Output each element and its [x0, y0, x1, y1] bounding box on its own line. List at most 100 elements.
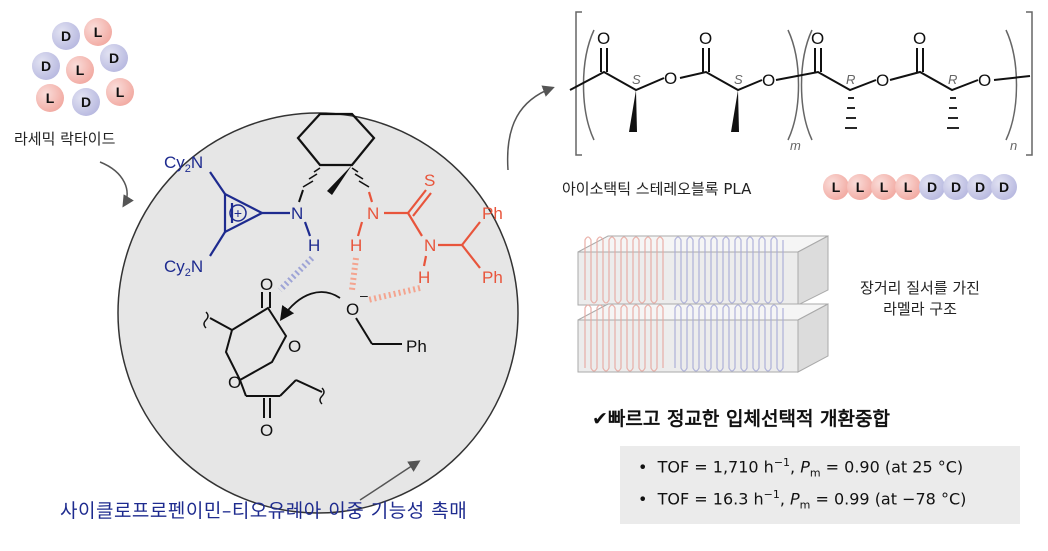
pm-value: = 0.99	[810, 489, 870, 509]
hbond-orange-1	[349, 257, 359, 291]
lamellar-line-1: 장거리 질서를 가진	[860, 279, 980, 297]
catalyst-name: 사이클로프로펜이민–티오유레아 이중 기능성 촉매	[60, 500, 468, 522]
svg-text:D: D	[41, 58, 51, 74]
stereoblock-bead: L	[823, 174, 849, 200]
tof-unit: h	[763, 457, 774, 477]
lactide-ring	[203, 292, 325, 418]
stereoblock-bead: D	[919, 174, 945, 200]
stat-row-1: • TOF = 1,710 h−1, Pm = 0.90 (at 25 °C)	[638, 456, 964, 480]
lactide-bead: D	[100, 44, 128, 72]
tof-value: 1,710	[712, 457, 759, 477]
svg-text:L: L	[856, 179, 865, 195]
pm-sub: m	[799, 498, 811, 512]
lactide-o3: O	[228, 373, 241, 392]
subscript-n: n	[1010, 138, 1017, 153]
stereoblock-bead: L	[847, 174, 873, 200]
svg-text:L: L	[832, 179, 841, 195]
svg-text:D: D	[61, 28, 71, 44]
lamellar-line-2: 라멜라 구조	[883, 300, 957, 318]
bullet: •	[638, 457, 648, 477]
wedge-s1	[629, 90, 637, 132]
stereo-r2: R	[948, 72, 957, 87]
condition: (at −78 °C)	[874, 489, 967, 509]
charge-circle	[229, 204, 247, 222]
wedge-bond	[327, 165, 352, 195]
svg-text:L: L	[116, 84, 125, 100]
lactide-o1: O	[260, 275, 273, 294]
benzyl-ph: Ph	[406, 337, 427, 356]
lactide-bead: D	[52, 22, 80, 50]
imine-nitrogen: N	[291, 204, 303, 223]
stereoblock-bead: D	[943, 174, 969, 200]
cyclopropenium-core	[209, 171, 312, 257]
svg-text:L: L	[76, 62, 85, 78]
alkoxide-charge: –	[360, 287, 368, 303]
alkoxide-o: O	[346, 300, 359, 319]
polymer-o4: O	[762, 71, 775, 90]
arrow-bottom-cycle	[359, 460, 421, 501]
tof-label: TOF =	[657, 489, 713, 509]
bullet: •	[638, 489, 648, 509]
lactide-o4: O	[260, 421, 273, 440]
polymer-o8: O	[978, 71, 991, 90]
lamellar-label: 장거리 질서를 가진 라멜라 구조	[820, 278, 1020, 320]
arrow-lactide-to-catalyst	[99, 161, 134, 208]
polymer-o6: O	[876, 71, 889, 90]
stereoblock-bead: L	[895, 174, 921, 200]
benzyl-bonds	[355, 317, 402, 345]
svg-text:L: L	[94, 24, 103, 40]
headline: ✔빠르고 정교한 입체선택적 개환중합	[592, 408, 890, 430]
tof-exp: −1	[773, 456, 791, 469]
phenyl-top: Ph	[482, 204, 503, 223]
lactide-bead: L	[36, 84, 64, 112]
svg-text:L: L	[46, 90, 55, 106]
pm-label: P	[790, 489, 800, 509]
lamellar-illustration	[577, 235, 829, 373]
svg-text:D: D	[109, 50, 119, 66]
lactide-bead: L	[66, 56, 94, 84]
subscript-m: m	[790, 138, 801, 153]
polymer-o5: O	[811, 29, 824, 48]
lactide-bead: D	[32, 52, 60, 80]
hbond-orange-2	[367, 285, 421, 303]
hash-r	[845, 97, 959, 129]
condition: (at 25 °C)	[884, 457, 964, 477]
imine-hydrogen: H	[308, 236, 320, 255]
tof-value: 16.3	[712, 489, 749, 509]
amine-label-bottom: Cy2N	[164, 257, 203, 279]
thiourea-bonds	[356, 189, 481, 269]
polymer-o3: O	[699, 29, 712, 48]
thiourea-h2: H	[418, 268, 430, 287]
svg-text:D: D	[927, 179, 937, 195]
pm-label: P	[800, 457, 810, 477]
thiourea-s: S	[424, 171, 435, 190]
amine-label-top: Cy2N	[164, 153, 203, 175]
stereo-s1: S	[632, 72, 641, 87]
bond-ring-to-n	[298, 189, 304, 203]
polymer-o7: O	[913, 29, 926, 48]
phenyl-bottom: Ph	[482, 268, 503, 287]
lactide-o2: O	[288, 337, 301, 356]
svg-text:D: D	[975, 179, 985, 195]
svg-text:D: D	[999, 179, 1009, 195]
thiourea-n1: N	[367, 204, 379, 223]
arrow-catalyst-to-polymer	[506, 85, 555, 171]
cyclohexane-ring	[296, 112, 376, 167]
svg-text:L: L	[904, 179, 913, 195]
svg-text:D: D	[951, 179, 961, 195]
charge-symbol: +	[234, 205, 242, 221]
wedge-s2	[731, 90, 739, 132]
stereoblock-bead: D	[991, 174, 1017, 200]
thiourea-n2: N	[424, 236, 436, 255]
stereo-s2: S	[734, 72, 743, 87]
polymer-o2: O	[664, 69, 677, 88]
racemic-lactide-label: 라세믹 락타이드	[14, 130, 116, 148]
stat-row-2: • TOF = 16.3 h−1, Pm = 0.99 (at −78 °C)	[638, 488, 967, 512]
polymer-backbone	[569, 48, 1031, 92]
stereoblock-pla-label: 아이소택틱 스테레오블록 PLA	[562, 180, 752, 198]
lactide-bead: D	[72, 88, 100, 116]
polymer-o1: O	[597, 29, 610, 48]
lactide-bead: L	[106, 78, 134, 106]
